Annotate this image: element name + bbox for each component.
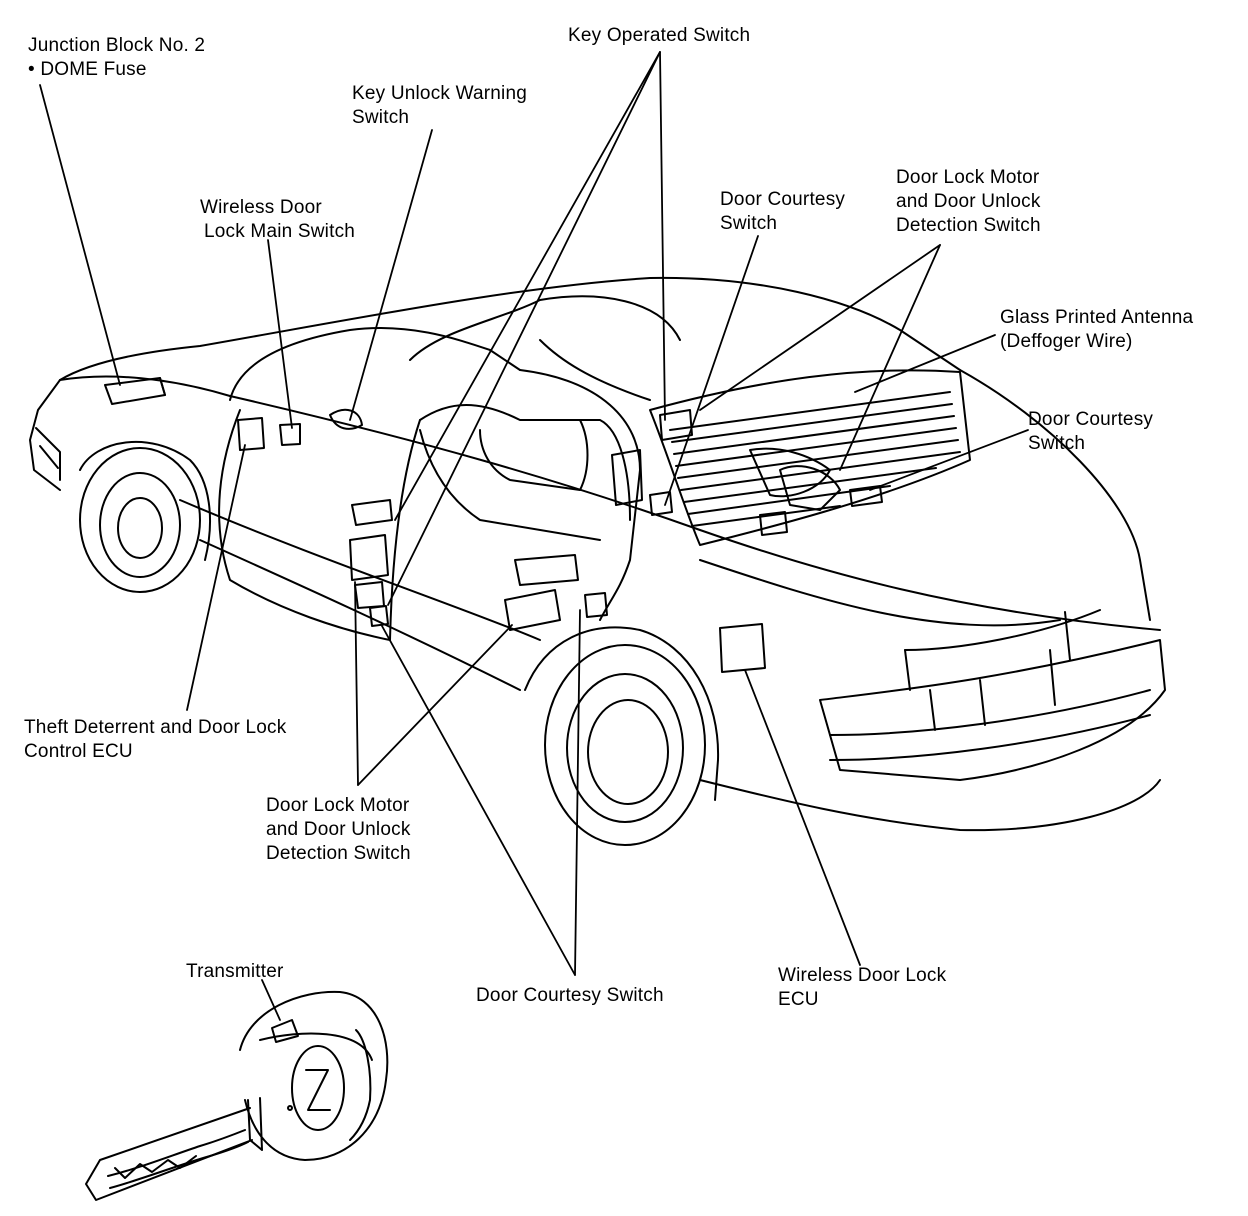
label-transmitter-line1: Transmitter bbox=[186, 961, 284, 982]
label-door-courtesy-right-line1: Door Courtesy bbox=[1028, 409, 1154, 430]
label-glass-antenna-line2: (Deffoger Wire) bbox=[1000, 331, 1133, 352]
label-wireless-door-lock-main-switch: Wireless Door Lock Main Switch bbox=[200, 196, 355, 244]
label-transmitter: Transmitter bbox=[186, 960, 284, 984]
label-junction-block-line2: • DOME Fuse bbox=[28, 59, 147, 80]
label-wireless-main-switch-line1: Wireless Door bbox=[200, 197, 322, 218]
label-door-lock-motor-rear: Door Lock Motor and Door Unlock Detectio… bbox=[896, 166, 1041, 238]
car-body bbox=[29, 276, 1166, 846]
label-door-courtesy-switch-bottom: Door Courtesy Switch bbox=[476, 984, 664, 1008]
label-key-unlock-warning-line1: Key Unlock Warning bbox=[352, 83, 528, 104]
label-theft-deterrent-line2: Control ECU bbox=[24, 741, 133, 762]
label-door-lock-motor-rear-line1: Door Lock Motor bbox=[896, 167, 1040, 188]
label-junction-block-line1: Junction Block No. 2 bbox=[28, 35, 206, 56]
label-wireless-door-lock-ecu: Wireless Door Lock ECU bbox=[778, 964, 946, 1012]
label-door-courtesy-bottom-line1: Door Courtesy Switch bbox=[476, 985, 664, 1006]
label-door-courtesy-switch-top: Door Courtesy Switch bbox=[720, 188, 845, 236]
label-door-courtesy-right-line2: Switch bbox=[1028, 433, 1086, 454]
label-wireless-ecu-line2: ECU bbox=[778, 989, 819, 1010]
label-theft-deterrent-ecu: Theft Deterrent and Door Lock Control EC… bbox=[24, 716, 286, 764]
label-key-unlock-warning-switch: Key Unlock Warning Switch bbox=[352, 82, 527, 130]
label-key-operated-switch: Key Operated Switch bbox=[568, 24, 750, 48]
label-door-lock-motor-front-line2: and Door Unlock bbox=[266, 819, 411, 840]
label-door-lock-motor-front-line1: Door Lock Motor bbox=[266, 795, 410, 816]
label-key-operated-switch-line1: Key Operated Switch bbox=[568, 25, 751, 46]
leader-lines bbox=[39, 51, 1029, 1021]
label-key-unlock-warning-line2: Switch bbox=[352, 107, 410, 128]
label-door-courtesy-top-line1: Door Courtesy bbox=[720, 189, 846, 210]
transmitter-key-drawing bbox=[85, 990, 389, 1201]
label-door-courtesy-switch-right: Door Courtesy Switch bbox=[1028, 408, 1153, 456]
label-door-lock-motor-front: Door Lock Motor and Door Unlock Detectio… bbox=[266, 794, 411, 866]
label-glass-antenna-line1: Glass Printed Antenna bbox=[1000, 307, 1194, 328]
label-door-lock-motor-rear-line3: Detection Switch bbox=[896, 215, 1041, 236]
label-glass-printed-antenna: Glass Printed Antenna (Deffoger Wire) bbox=[1000, 306, 1193, 354]
label-door-lock-motor-front-line3: Detection Switch bbox=[266, 843, 411, 864]
label-wireless-ecu-line1: Wireless Door Lock bbox=[778, 965, 947, 986]
label-junction-block: Junction Block No. 2 • DOME Fuse bbox=[28, 34, 205, 82]
label-door-lock-motor-rear-line2: and Door Unlock bbox=[896, 191, 1041, 212]
label-theft-deterrent-line1: Theft Deterrent and Door Lock bbox=[24, 717, 287, 738]
label-door-courtesy-top-line2: Switch bbox=[720, 213, 778, 234]
label-wireless-main-switch-line2: Lock Main Switch bbox=[204, 221, 356, 242]
